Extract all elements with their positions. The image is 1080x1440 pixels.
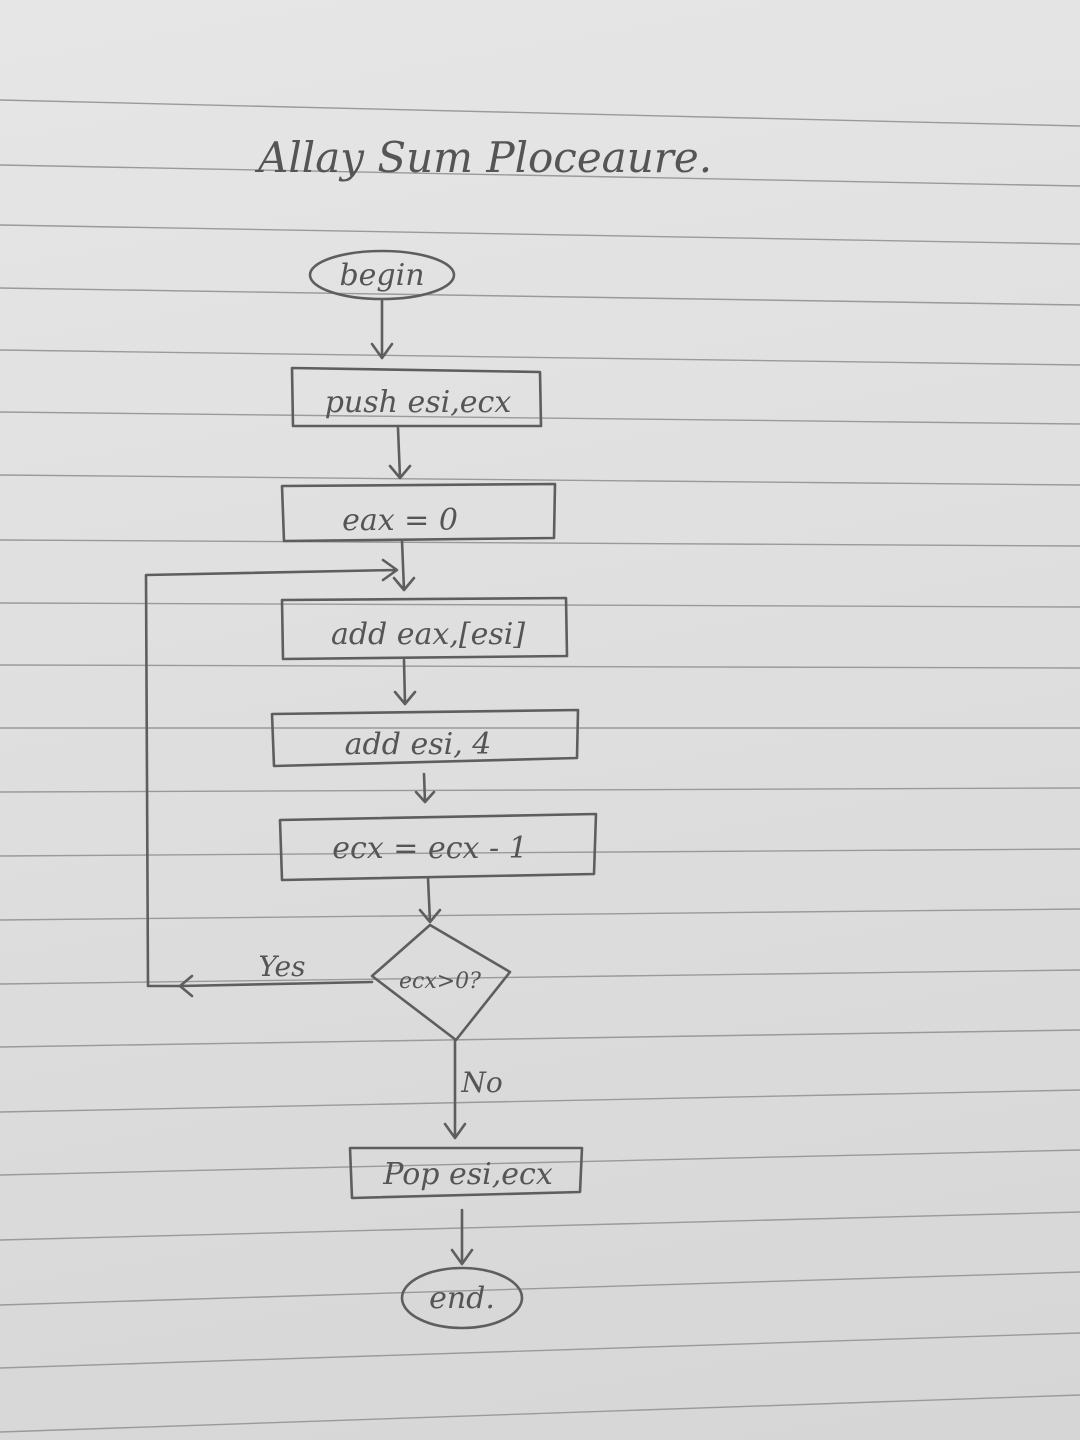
begin-label: begin (339, 258, 424, 293)
arrow-push-init (388, 426, 412, 480)
decision-label: ecx>0? (399, 969, 481, 994)
yes-label: Yes (259, 950, 306, 983)
arrow-no (443, 1038, 467, 1140)
diagram-title: Allay Sum Ploceaure. (254, 133, 712, 182)
dec-ecx-label: ecx = ecx - 1 (332, 831, 527, 866)
add-eax-label: add eax,[esi] (331, 617, 525, 652)
arrow-init-add (392, 539, 416, 592)
end-label: end. (429, 1281, 495, 1316)
pop-label: Pop esi,ecx (382, 1157, 553, 1192)
ruled-lines (0, 99, 1080, 1433)
arrow-add-eax-esi (393, 658, 417, 706)
no-label: No (460, 1066, 502, 1099)
arrow-begin-push (370, 298, 394, 360)
begin-terminal: begin (308, 249, 456, 301)
arrow-yes-loop (144, 558, 399, 998)
push-box: push esi,ecx (290, 366, 543, 428)
init-box: eax = 0 (280, 482, 557, 543)
arrow-pop-end (450, 1208, 474, 1266)
arrow-dec-decision (418, 876, 442, 924)
add-eax-box: add eax,[esi] (280, 596, 569, 661)
dec-ecx-box: ecx = ecx - 1 (278, 812, 598, 882)
init-label: eax = 0 (342, 503, 458, 538)
pop-box: Pop esi,ecx (348, 1146, 584, 1200)
decision-diamond: ecx>0? (370, 923, 512, 1042)
arrow-esi-dec (414, 772, 436, 804)
end-terminal: end. (400, 1266, 524, 1330)
push-label: push esi,ecx (325, 385, 512, 420)
add-esi-box: add esi, 4 (270, 708, 580, 768)
add-esi-label: add esi, 4 (345, 727, 492, 762)
